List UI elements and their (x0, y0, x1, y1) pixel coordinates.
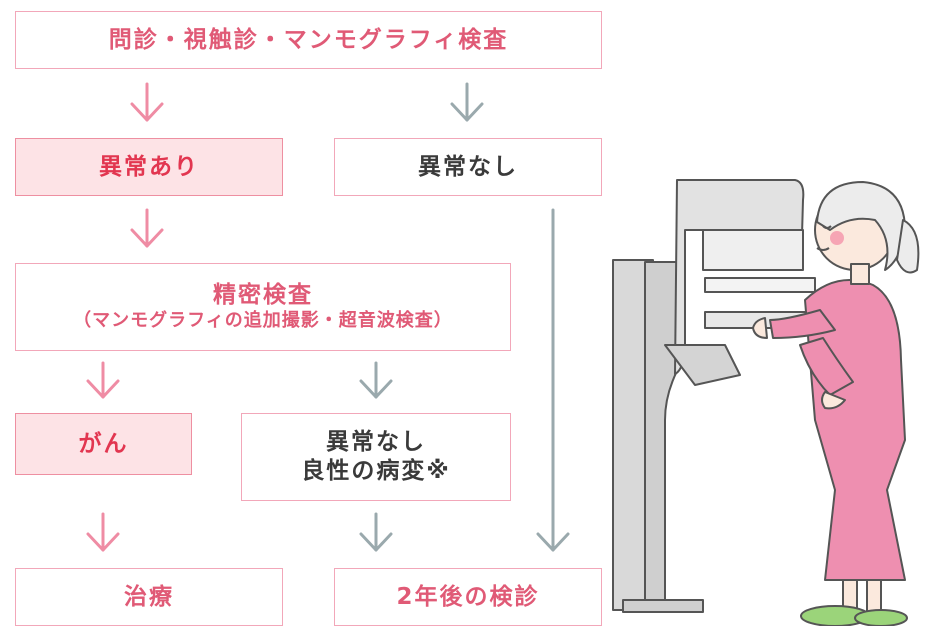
benign-lesion-label: 良性の病変※ (301, 458, 451, 484)
arrow-exam-to-normal (450, 82, 484, 122)
detailed-exam-box: 精密検査 （マンモグラフィの追加撮影・超音波検査） (15, 263, 511, 351)
arrow-benign-to-recheck (359, 512, 393, 552)
arrow-normal-to-recheck (536, 208, 570, 552)
detailed-exam-title: 精密検査 (213, 282, 313, 309)
recheck-label: 2年後の検診 (396, 583, 540, 610)
normal-label-2: 異常なし (326, 429, 426, 456)
treatment-box: 治療 (15, 568, 283, 626)
normal-box-1: 異常なし (334, 138, 602, 196)
detailed-exam-subtitle: （マンモグラフィの追加撮影・超音波検査） (73, 310, 453, 332)
exam-box: 問診・視触診・マンモグラフィ検査 (15, 11, 602, 69)
cancer-box: がん (15, 413, 192, 475)
arrow-detailed-to-cancer (86, 361, 120, 399)
cancer-label: がん (78, 430, 129, 457)
normal-label-1: 異常なし (418, 153, 518, 180)
arrow-cancer-to-treatment (86, 512, 120, 552)
recheck-box: 2年後の検診 (334, 568, 602, 626)
mammography-exam-illustration (612, 179, 920, 626)
exam-label: 問診・視触診・マンモグラフィ検査 (108, 26, 509, 53)
treatment-label: 治療 (124, 583, 174, 610)
abnormal-label: 異常あり (99, 153, 199, 180)
arrow-detailed-to-normal (359, 361, 393, 399)
arrow-abnormal-to-detailed (130, 208, 164, 248)
abnormal-box: 異常あり (15, 138, 283, 196)
normal-benign-box: 異常なし 良性の病変※ (241, 413, 511, 501)
arrow-exam-to-abnormal (130, 82, 164, 122)
